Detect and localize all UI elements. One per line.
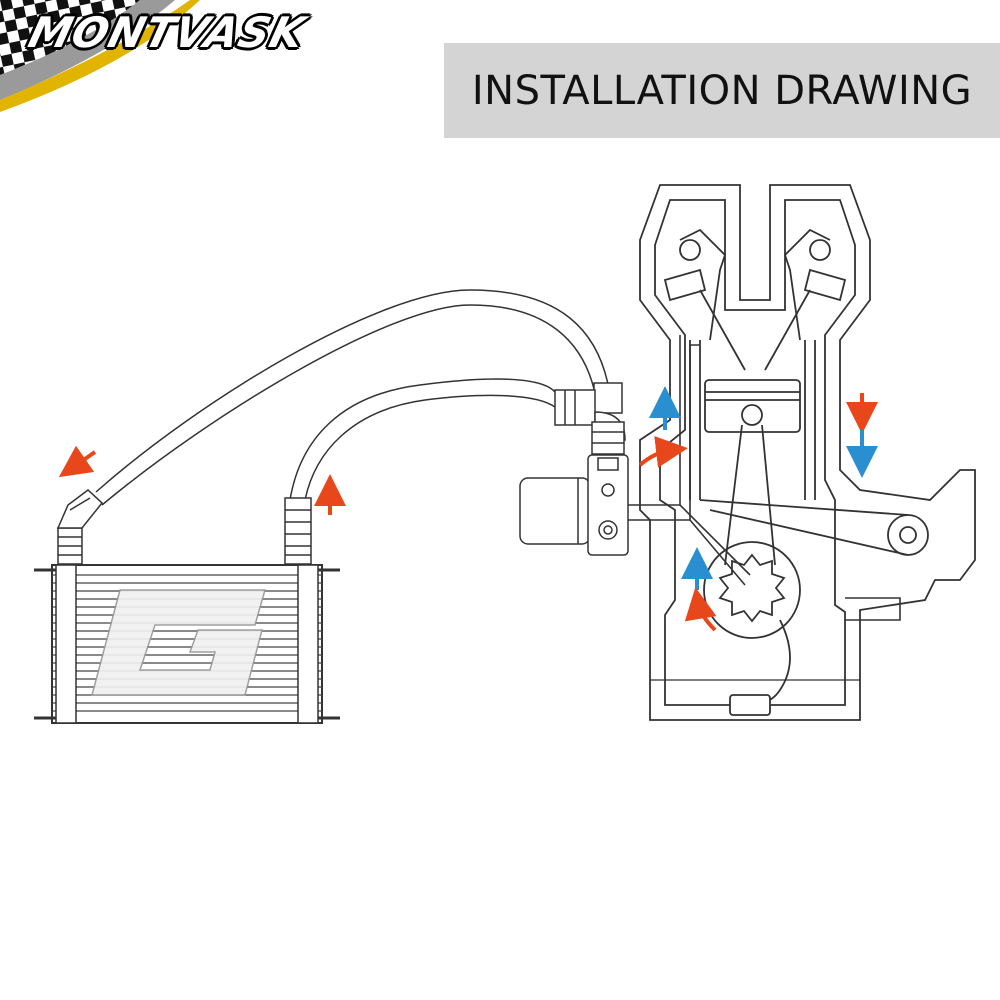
- piston: [704, 379, 801, 566]
- cooler-fitting-left: [56, 489, 104, 565]
- flow-arrow-hot-outlet: [58, 445, 97, 478]
- braided-hose-return: [289, 378, 556, 501]
- oil-cooler: [34, 564, 340, 724]
- oil-pump: [650, 619, 860, 716]
- braided-hose-feed: [95, 289, 611, 506]
- crankshaft: [703, 541, 801, 639]
- flow-arrow-hot-adapter: [638, 435, 688, 468]
- page-title: INSTALLATION DRAWING: [471, 67, 973, 114]
- checkered-flag-icon: [0, 0, 200, 112]
- g-emblem-icon: [91, 589, 266, 696]
- title-banner: INSTALLATION DRAWING: [444, 43, 1000, 138]
- brand-logo: MONTVASK: [0, 0, 360, 115]
- flow-arrow-hot-pump: [684, 587, 717, 632]
- adapter-elbow-fitting: [554, 382, 626, 455]
- oil-filter: [519, 477, 591, 545]
- cooler-fitting-right: [284, 497, 312, 565]
- pulley: [699, 499, 929, 556]
- sandwich-adapter-plate: [587, 454, 629, 556]
- oil-passage: [628, 335, 901, 621]
